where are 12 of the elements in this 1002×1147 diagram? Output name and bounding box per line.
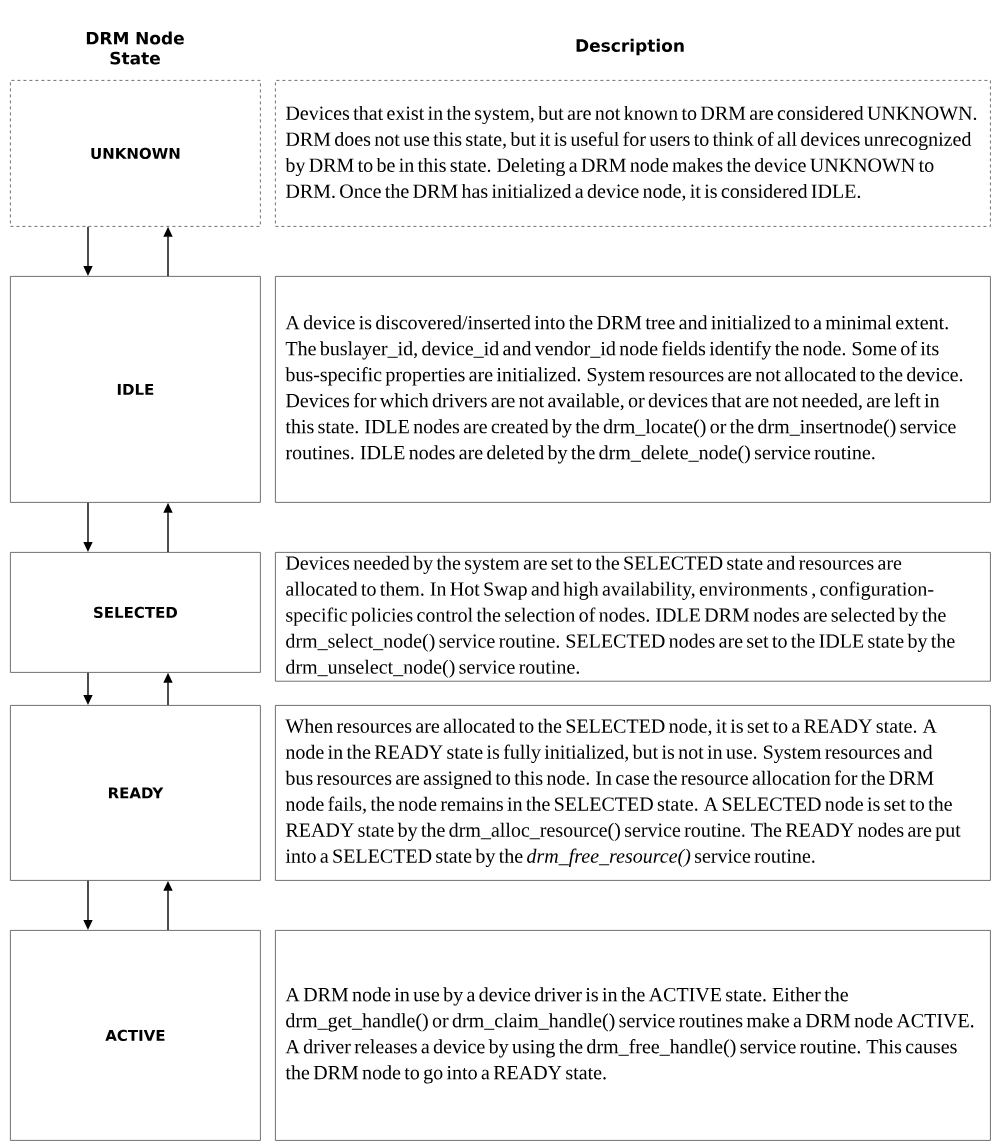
state-box: IDLE	[10, 276, 261, 503]
state-box: SELECTED	[10, 552, 261, 673]
column-heading: Description	[576, 38, 684, 56]
state-box: ACTIVE	[10, 930, 261, 1141]
description-box: A DRM node in use by a device driver is in the ACTIVE state. Either the drm_get_handle() or drm_claim_handle() service routines make a DRM node ACTIVE. A driver releases a device by using the drm_free_handle() service routine. This causes the DRM node to go into a READY state.	[275, 930, 991, 1141]
column-heading: DRM Node State	[86, 31, 184, 65]
state-box: READY	[10, 705, 261, 881]
description-box: When resources are allocated to the SELECTED node, it is set to a READY state. A node in the READY state is fully initialized, but is not in use. System resources and bus resources are assigned to this node. In case the resource allocation for the DRM node fails, the node remains in the SELECTED state. A SELECTED node is set to the READY state by the drm_alloc_resource() service routine. The READY nodes are put into a SELECTED state by the drm_free_resource() service routine.	[275, 705, 991, 881]
description-box: A device is discovered/inserted into the DRM tree and initialized to a minimal extent. The buslayer_id, device_id and vendor_id node fields identify the node. Some of its bus-specific properties are initialized. System resources are not allocated to the device. Devices for which drivers are not available, or devices that are not needed, are left in this state. IDLE nodes are created by the drm_locate() or the drm_insertnode() service routines. IDLE nodes are deleted by the drm_delete_node() service routine.	[275, 276, 991, 503]
description-box: Devices needed by the system are set to the SELECTED state and resources are allocated to them. In Hot Swap and high availability, environments , configuration-specific policies control the selection of nodes. IDLE DRM nodes are selected by the drm_select_node() service routine. SELECTED nodes are set to the IDLE state by the drm_unselect_node() service routine.	[275, 552, 991, 682]
description-box: Devices that exist in the system, but are not known to DRM are considered UNKNOWN. DRM does not use this state, but it is useful for users to think of all devices unrecognized by DRM to be in this state. Deleting a DRM node makes the device UNKNOWN to DRM. Once the DRM has initialized a device node, it is considered IDLE.	[275, 80, 991, 227]
state-box: UNKNOWN	[10, 80, 261, 227]
